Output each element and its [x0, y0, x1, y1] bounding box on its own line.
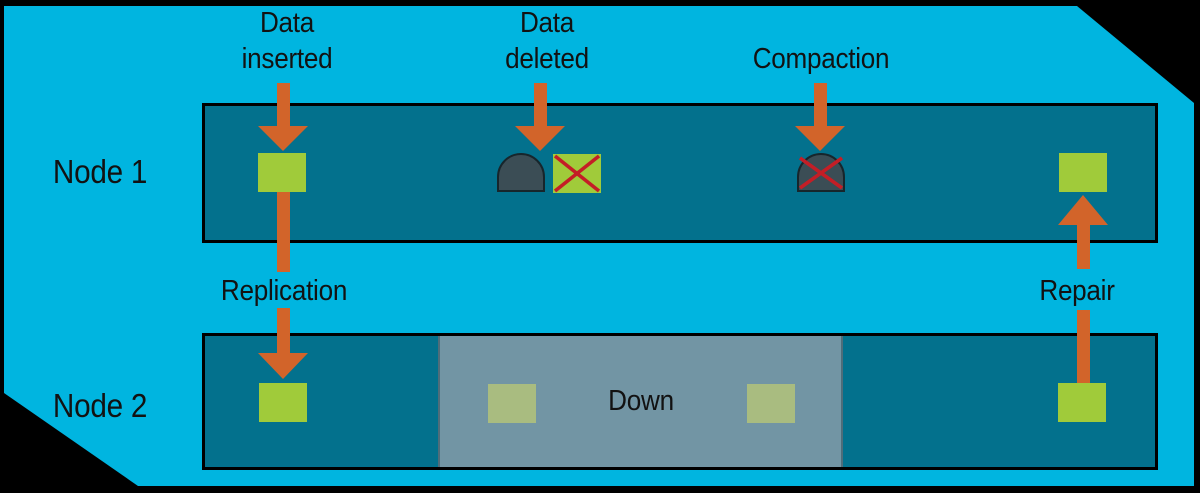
repair-source-data-block — [1058, 383, 1106, 422]
deleted-data-block — [553, 154, 601, 193]
down-label: Down — [608, 385, 674, 417]
data-deleted-label: Data deleted — [505, 7, 589, 75]
compacted-tombstone-icon — [797, 153, 845, 192]
replication-label: Replication — [220, 275, 348, 307]
faded-data-block — [747, 384, 795, 423]
repair-arrow-shaft — [1077, 310, 1090, 384]
insert-arrow-shaft — [277, 83, 290, 128]
repair-arrow-shaft — [1077, 224, 1090, 269]
replicated-data-block — [259, 383, 307, 422]
node1-bar — [202, 103, 1158, 243]
repaired-data-block — [1059, 153, 1107, 192]
delete-arrow-shaft — [534, 83, 547, 128]
inserted-data-block — [258, 153, 306, 192]
faded-data-block — [488, 384, 536, 423]
tombstone-icon — [497, 153, 545, 192]
node2-label: Node 2 — [52, 387, 148, 424]
replication-arrow-shaft — [277, 308, 290, 354]
data-inserted-label: Data inserted — [241, 7, 333, 75]
red-x-icon — [553, 154, 601, 193]
replication-arrow-shaft — [277, 192, 290, 272]
compaction-arrow-shaft — [814, 83, 827, 128]
compaction-label: Compaction — [752, 43, 890, 75]
red-x-icon — [799, 156, 843, 190]
node1-label: Node 1 — [52, 153, 148, 190]
repair-label: Repair — [1039, 275, 1115, 307]
